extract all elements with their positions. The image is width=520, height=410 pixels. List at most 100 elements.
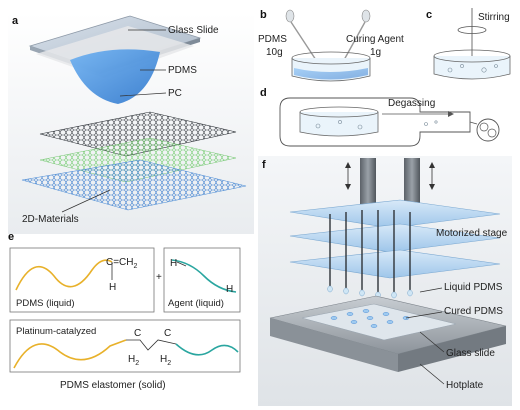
- glass-slide-f-leader: [419, 331, 445, 353]
- arrowhead-down: [429, 184, 435, 190]
- elastomer-box: [9, 319, 241, 373]
- stage-plate-bottom: [289, 249, 501, 279]
- dish-d-rim: [299, 106, 379, 118]
- bubble: [494, 64, 498, 68]
- h2-right: H2: [160, 354, 171, 367]
- bubble: [460, 64, 464, 68]
- stage-plate-middle: [289, 223, 501, 253]
- vinyl-text: C=CH: [106, 257, 134, 268]
- hotplate-front: [270, 318, 398, 372]
- panel-c: c Stirring: [426, 8, 511, 80]
- pdms-label: PDMS: [168, 65, 197, 76]
- hotplate-leader: [419, 363, 445, 385]
- pdms-chain-curve: [15, 259, 113, 291]
- materials-label: 2D-Materials: [22, 214, 79, 225]
- panel-a: a Glass Slide PDMS PC 2D-Materials: [8, 12, 254, 234]
- h2-left: H2: [128, 354, 139, 367]
- arrowhead-up: [345, 162, 351, 168]
- liquid-pdms-leader: [419, 287, 443, 293]
- bubble: [315, 123, 321, 129]
- glass-slide-f: [301, 303, 457, 341]
- hotplate-side: [398, 326, 506, 372]
- glass-slide-f-label: Glass slide: [446, 348, 495, 359]
- panel-d: d Degassing: [260, 87, 500, 147]
- pillar-right: [404, 158, 420, 214]
- pc-leader: [119, 92, 167, 97]
- bubble: [338, 120, 342, 124]
- h2-left-sub: 2: [135, 360, 139, 367]
- curing-agent-value: 1g: [370, 47, 381, 58]
- agent-h-bottom: H: [226, 284, 233, 295]
- bubble: [357, 124, 363, 130]
- pipette-left-tube: [290, 21, 317, 61]
- panel-e: e C=CH2 H PDMS (liquid) + H H Agent (liq…: [8, 231, 241, 391]
- degassing-label: Degassing: [388, 98, 435, 109]
- bubble: [434, 120, 438, 124]
- pillar-left: [360, 158, 376, 214]
- dispensing-pins: [329, 210, 411, 292]
- elastomer-label: PDMS elastomer (solid): [60, 380, 166, 391]
- panel-d-letter: d: [260, 87, 267, 99]
- pdms-droplets: [327, 285, 413, 299]
- carbon-2: C: [164, 328, 171, 339]
- pump-connector: [469, 121, 478, 125]
- bubble: [424, 122, 428, 126]
- pc-label: PC: [168, 88, 182, 99]
- pipette-right-tube: [343, 21, 366, 61]
- cured-pdms-dots: [330, 309, 410, 328]
- elastomer-bonds: [126, 339, 177, 351]
- agent-h-top: H: [170, 258, 177, 269]
- cured-pdms-leader: [405, 311, 443, 319]
- fan-icon: [487, 128, 497, 138]
- elastomer-curve-yellow: [13, 339, 127, 369]
- pdms-amount-label: PDMS: [258, 34, 287, 45]
- agent-chain-curve: [171, 259, 237, 293]
- lattice-layer-blue: [21, 159, 247, 211]
- materials-leader: [61, 189, 111, 213]
- panel-c-letter: c: [426, 9, 432, 21]
- pdms-amount-value: 10g: [266, 47, 283, 58]
- pdms-liquid-label: PDMS (liquid): [16, 298, 75, 309]
- stage-plate-top: [289, 199, 501, 229]
- dish-b-liquid: [294, 68, 368, 80]
- vinyl-subscript: 2: [134, 263, 138, 270]
- h2-left-h: H: [128, 354, 135, 365]
- panel-e-letter: e: [8, 231, 14, 243]
- bubble: [447, 67, 453, 73]
- panel-b-letter: b: [260, 9, 267, 21]
- hotplate-label: Hotplate: [446, 380, 484, 391]
- pipette-right-bulb: [361, 9, 371, 23]
- degassing-arrowhead: [448, 111, 454, 117]
- cured-pdms-label: Cured PDMS: [444, 306, 503, 317]
- pdms-dome: [70, 49, 160, 104]
- arrowhead-up: [429, 162, 435, 168]
- fan-icon: [479, 122, 489, 132]
- liquid-pdms-label: Liquid PDMS: [444, 282, 503, 293]
- catalyst-label: Platinum-catalyzed: [16, 326, 96, 337]
- elastomer-curve-teal: [175, 343, 239, 356]
- agent-liquid-box: [163, 247, 241, 313]
- vinyl-h: H: [109, 282, 116, 293]
- dish-c-rim: [433, 49, 511, 63]
- vinyl-group: C=CH2: [106, 257, 138, 270]
- stir-arrow: [457, 26, 487, 34]
- panel-f-background: [258, 156, 512, 406]
- arrowhead-down: [345, 184, 351, 190]
- panel-f-letter: f: [262, 159, 266, 171]
- agent-liquid-label: Agent (liquid): [168, 298, 224, 309]
- h2-right-h: H: [160, 354, 167, 365]
- vacuum-pump: [476, 118, 500, 142]
- pdms-liquid-box: [9, 247, 155, 313]
- pipette-left-bulb: [285, 9, 295, 23]
- motorized-stage-label: Motorized stage: [436, 228, 508, 239]
- glass-slide-label: Glass Slide: [168, 25, 219, 36]
- panel-a-letter: a: [12, 15, 19, 27]
- stirring-label: Stirring: [478, 12, 510, 23]
- vacuum-chamber: [279, 97, 471, 147]
- dish-c: [433, 56, 511, 80]
- agent-bond-top: [176, 261, 187, 267]
- dish-b-rim: [291, 51, 371, 65]
- dish-d: [299, 112, 379, 137]
